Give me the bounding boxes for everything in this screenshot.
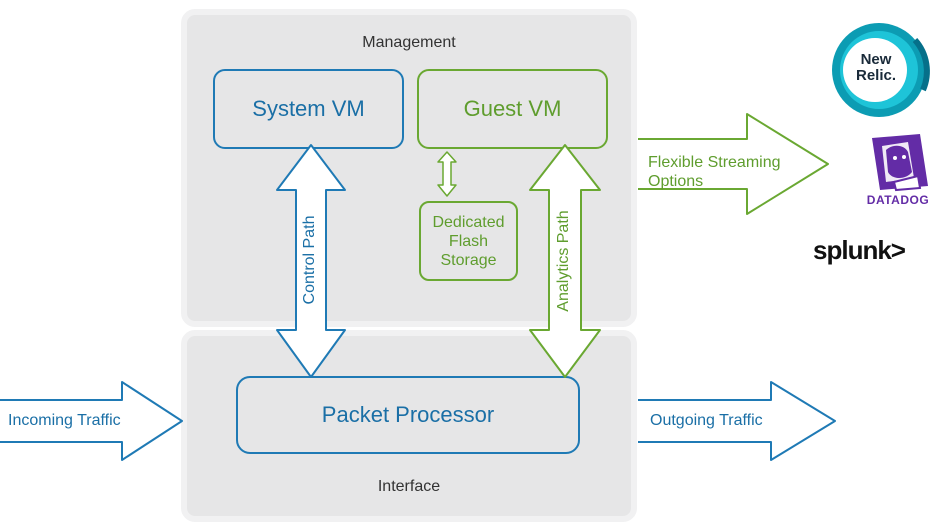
packet-processor-box: Packet Processor (236, 376, 580, 454)
incoming-traffic-label: Incoming Traffic (8, 412, 121, 429)
datadog-dog-icon (872, 134, 928, 192)
packet-processor-label: Packet Processor (321, 402, 495, 427)
analytics-path-arrow (529, 144, 601, 378)
control-path-arrow (276, 144, 346, 378)
datadog-logo: DATADOG (858, 132, 938, 212)
interface-label: Interface (377, 478, 441, 495)
streaming-options-label: Flexible Streaming Options (648, 154, 781, 190)
streaming-arrow (638, 113, 829, 215)
guest-vm-label: Guest VM (463, 96, 562, 121)
newrelic-logo: New Relic. (825, 20, 933, 120)
splunk-logo: splunk> (813, 235, 906, 265)
system-vm-label: System VM (252, 96, 365, 121)
guest-vm-box: Guest VM (417, 69, 608, 149)
datadog-wordmark: DATADOG (866, 193, 930, 207)
flash-storage-label: Dedicated Flash Storage (432, 213, 505, 269)
outgoing-traffic-arrow (638, 381, 836, 461)
flash-link-arrow (437, 151, 457, 197)
incoming-traffic-arrow (0, 381, 183, 461)
outgoing-traffic-label: Outgoing Traffic (650, 412, 763, 429)
analytics-path-label: Analytics Path (555, 210, 572, 312)
control-path-label: Control Path (301, 215, 318, 305)
management-label: Management (362, 34, 456, 51)
newrelic-wordmark: New Relic. (855, 51, 897, 84)
flash-storage-box: Dedicated Flash Storage (419, 201, 518, 281)
